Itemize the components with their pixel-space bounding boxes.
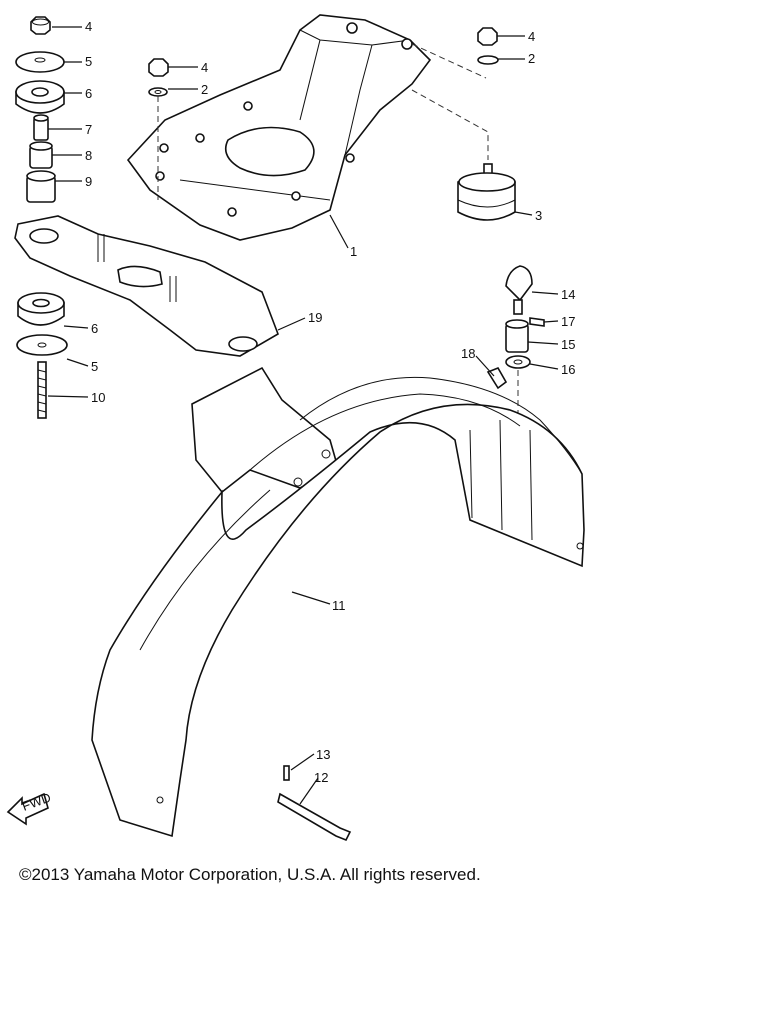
part-17-bolt <box>529 317 545 327</box>
part-13-screw <box>283 765 290 781</box>
callout-11: 11 <box>332 598 346 613</box>
part-6-rubber-mount-bottom <box>17 292 65 326</box>
callout-4-left: 4 <box>85 19 92 34</box>
part-4-nut-left <box>30 16 51 35</box>
callout-4-center: 4 <box>201 60 208 75</box>
part-15-cushion <box>505 319 529 353</box>
callout-2-center: 2 <box>201 82 208 97</box>
callout-15: 15 <box>561 337 575 352</box>
callout-18: 18 <box>461 346 475 361</box>
part-4-nut-center <box>148 58 169 77</box>
part-12-rod <box>277 792 352 842</box>
copyright-notice: ©2013 Yamaha Motor Corporation, U.S.A. A… <box>19 865 481 884</box>
part-7-collar <box>33 114 49 141</box>
fwd-arrow-icon: FWD <box>6 790 53 826</box>
part-16-washer <box>505 355 531 369</box>
callout-8: 8 <box>85 148 92 163</box>
callout-16: 16 <box>561 362 575 377</box>
callout-9: 9 <box>85 174 92 189</box>
callout-5-bottom: 5 <box>91 359 98 374</box>
part-14-mount-cap <box>505 265 533 315</box>
part-4-nut-right <box>477 27 498 46</box>
callout-14: 14 <box>561 287 575 302</box>
callout-17: 17 <box>561 314 575 329</box>
part-18-clip <box>486 366 508 390</box>
callout-5-left: 5 <box>85 54 92 69</box>
callout-7: 7 <box>85 122 92 137</box>
part-11-belt-guard <box>91 366 585 838</box>
part-10-stud-bolt <box>37 361 47 419</box>
callout-19: 19 <box>308 310 322 325</box>
callout-2-right: 2 <box>528 51 535 66</box>
part-1-upper-mount-plate <box>126 14 432 241</box>
part-6-rubber-mount-top <box>15 80 65 114</box>
part-5-washer-left <box>15 51 65 73</box>
callout-10: 10 <box>91 390 105 405</box>
fwd-label: FWD <box>20 790 53 814</box>
part-2-washer-center <box>148 87 168 97</box>
callout-leaders <box>47 26 559 805</box>
callout-labels: 4 5 6 7 8 9 4 2 4 2 3 1 14 17 15 18 16 1… <box>85 19 575 785</box>
callout-3: 3 <box>535 208 542 223</box>
part-9-spacer <box>26 170 56 203</box>
part-5-washer-bottom <box>16 334 68 356</box>
part-2-washer-right <box>477 55 499 65</box>
callout-13: 13 <box>316 747 330 762</box>
callout-4-right: 4 <box>528 29 535 44</box>
part-19-lower-bracket <box>14 215 279 357</box>
callout-6-bottom: 6 <box>91 321 98 336</box>
callout-12: 12 <box>314 770 328 785</box>
callout-1: 1 <box>350 244 357 259</box>
part-3-engine-mount <box>457 163 516 221</box>
part-8-bushing <box>29 141 53 169</box>
callout-6-left: 6 <box>85 86 92 101</box>
